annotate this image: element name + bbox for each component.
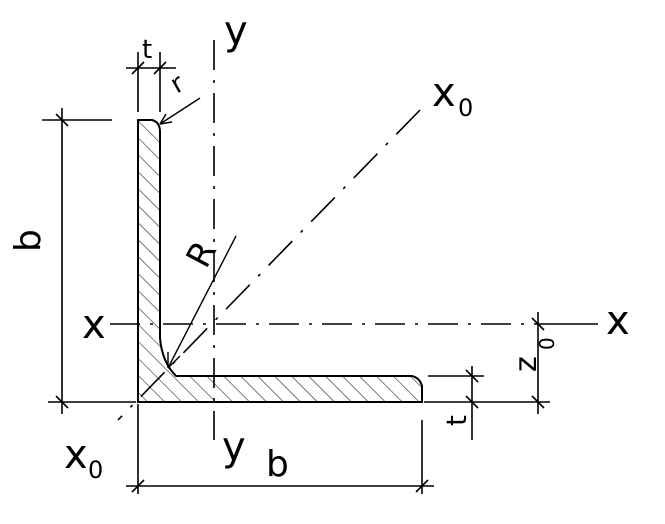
x0-axis-line [117, 109, 421, 421]
dimension-b-bottom [126, 404, 434, 494]
label-x0-top-subscript: 0 [458, 94, 473, 122]
dimension-t-right [428, 366, 484, 440]
label-b-bottom: b [266, 444, 289, 485]
label-t-top: t [142, 35, 152, 65]
dimension-z0 [424, 312, 550, 414]
label-x-right: x [606, 298, 630, 344]
label-R-radius: R [179, 235, 225, 275]
fillet-r-leader [159, 97, 201, 125]
label-z0-subscript: 0 [535, 337, 559, 350]
label-x0-bottom: x [64, 432, 88, 478]
label-y-bottom: y [222, 424, 246, 470]
radius-R-leader [167, 235, 237, 369]
label-y-top: y [224, 8, 248, 54]
label-x-left: x [82, 302, 106, 348]
dimension-t-top [126, 52, 176, 112]
angle-section-profile [137, 119, 423, 403]
label-x0-bottom-subscript: 0 [88, 456, 103, 484]
label-b-left: b [8, 229, 49, 252]
label-t-right: t [440, 415, 473, 426]
label-r-fillet: r [165, 69, 190, 100]
dimension-b-left [42, 108, 136, 414]
label-z0: z [509, 356, 544, 372]
label-x0-top: x [432, 70, 456, 116]
